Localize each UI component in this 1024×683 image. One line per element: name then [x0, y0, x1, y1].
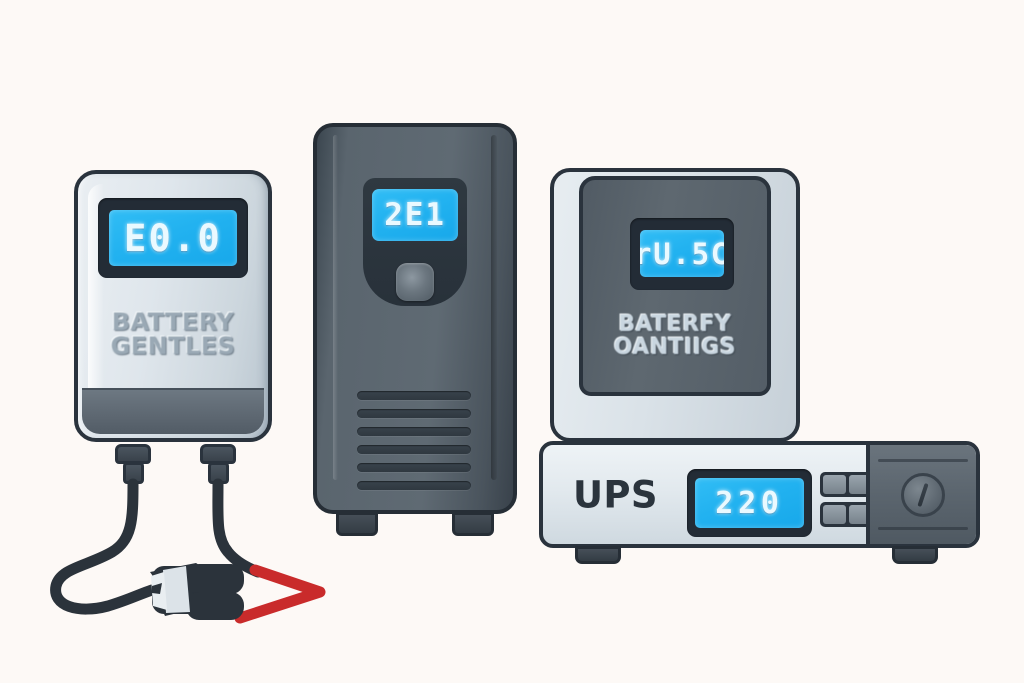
vent-slot	[357, 463, 471, 472]
panel-seam-bottom	[878, 527, 968, 530]
cable-gland-right	[200, 444, 236, 464]
tower-ups-display-value: 2E1	[384, 197, 446, 233]
panel-seam-top	[878, 459, 968, 462]
stacked-ups-top-label-line1: BATERFY	[618, 312, 732, 337]
stacked-ups-base-foot	[892, 546, 938, 564]
stacked-ups-base-unit[interactable]: UPS 220	[539, 441, 980, 564]
stacked-ups-button-pad[interactable]	[820, 472, 875, 532]
stacked-ups-base-display-value: 220	[715, 485, 784, 521]
rotary-knob[interactable]	[901, 472, 945, 517]
tower-edge-shadow-right	[491, 135, 497, 480]
black-cable	[50, 478, 158, 615]
stacked-ups-top-lcd-bezel: rU.5C	[630, 218, 734, 290]
keypad-button[interactable]	[823, 475, 846, 494]
clamp-handle	[152, 566, 202, 614]
battery-tester-label-line2: GENTLES	[110, 332, 236, 360]
stacked-ups-top-display-value: rU.5C	[640, 236, 724, 271]
ups-brand-label: UPS	[573, 473, 658, 516]
vent-slot	[357, 445, 471, 454]
vent-slot	[357, 427, 471, 436]
stacked-ups-right-panel	[866, 445, 976, 544]
knob-indicator-slot	[917, 482, 929, 507]
clamp-handle-rear	[186, 564, 244, 594]
stacked-ups-top-label-line2: OANTIIGS	[613, 335, 737, 361]
tower-ups-vent-group	[357, 391, 471, 499]
red-cable-black-section	[212, 478, 264, 578]
stacked-ups-top-label: BATERFY OANTIIGS	[579, 313, 771, 359]
tower-ups-foot	[452, 512, 494, 536]
alligator-clamp	[150, 563, 244, 620]
battery-tester-display-value: E0.0	[124, 216, 222, 260]
vent-slot	[357, 391, 471, 400]
clamp-tooth-notch	[152, 583, 162, 594]
stacked-ups-base-lcd-bezel: 220	[687, 469, 812, 537]
cable-gland-right-neck	[208, 462, 229, 484]
battery-tester[interactable]: E0.0 BATTERY GENTLES	[74, 170, 272, 442]
clamp-upper-jaw	[150, 563, 213, 589]
clamp-insulator-highlight	[151, 572, 167, 610]
tower-ups-lcd: 2E1	[372, 189, 458, 241]
clamp-lower-jaw	[156, 588, 216, 616]
tower-ups[interactable]: 2E1	[313, 123, 517, 536]
stacked-ups-top-unit[interactable]: rU.5C BATERFY OANTIIGS	[550, 168, 800, 442]
stacked-ups-base-lcd: 220	[695, 478, 804, 528]
red-cable	[234, 564, 326, 624]
battery-tester-footer	[82, 388, 264, 434]
vent-slot	[357, 409, 471, 418]
battery-tester-label-line1: BATTERY	[111, 308, 235, 336]
vent-slot	[357, 481, 471, 490]
cable-gland-left	[115, 444, 151, 464]
tower-ups-power-button[interactable]	[396, 263, 434, 301]
keypad-button[interactable]	[823, 505, 846, 524]
clamp-handle-rear-lower	[186, 592, 244, 620]
battery-tester-lcd-bezel: E0.0	[98, 198, 248, 278]
battery-tester-lcd: E0.0	[109, 210, 237, 266]
tower-ups-foot	[336, 512, 378, 536]
battery-tester-label: BATTERY GENTLES	[74, 310, 272, 358]
clamp-insulator-band	[163, 566, 190, 613]
stacked-ups-top-lcd: rU.5C	[640, 230, 724, 277]
cable-gland-left-neck	[123, 462, 144, 484]
tower-edge-highlight-left	[333, 135, 338, 480]
button-row[interactable]	[820, 502, 875, 527]
stacked-ups-base-foot	[575, 546, 621, 564]
